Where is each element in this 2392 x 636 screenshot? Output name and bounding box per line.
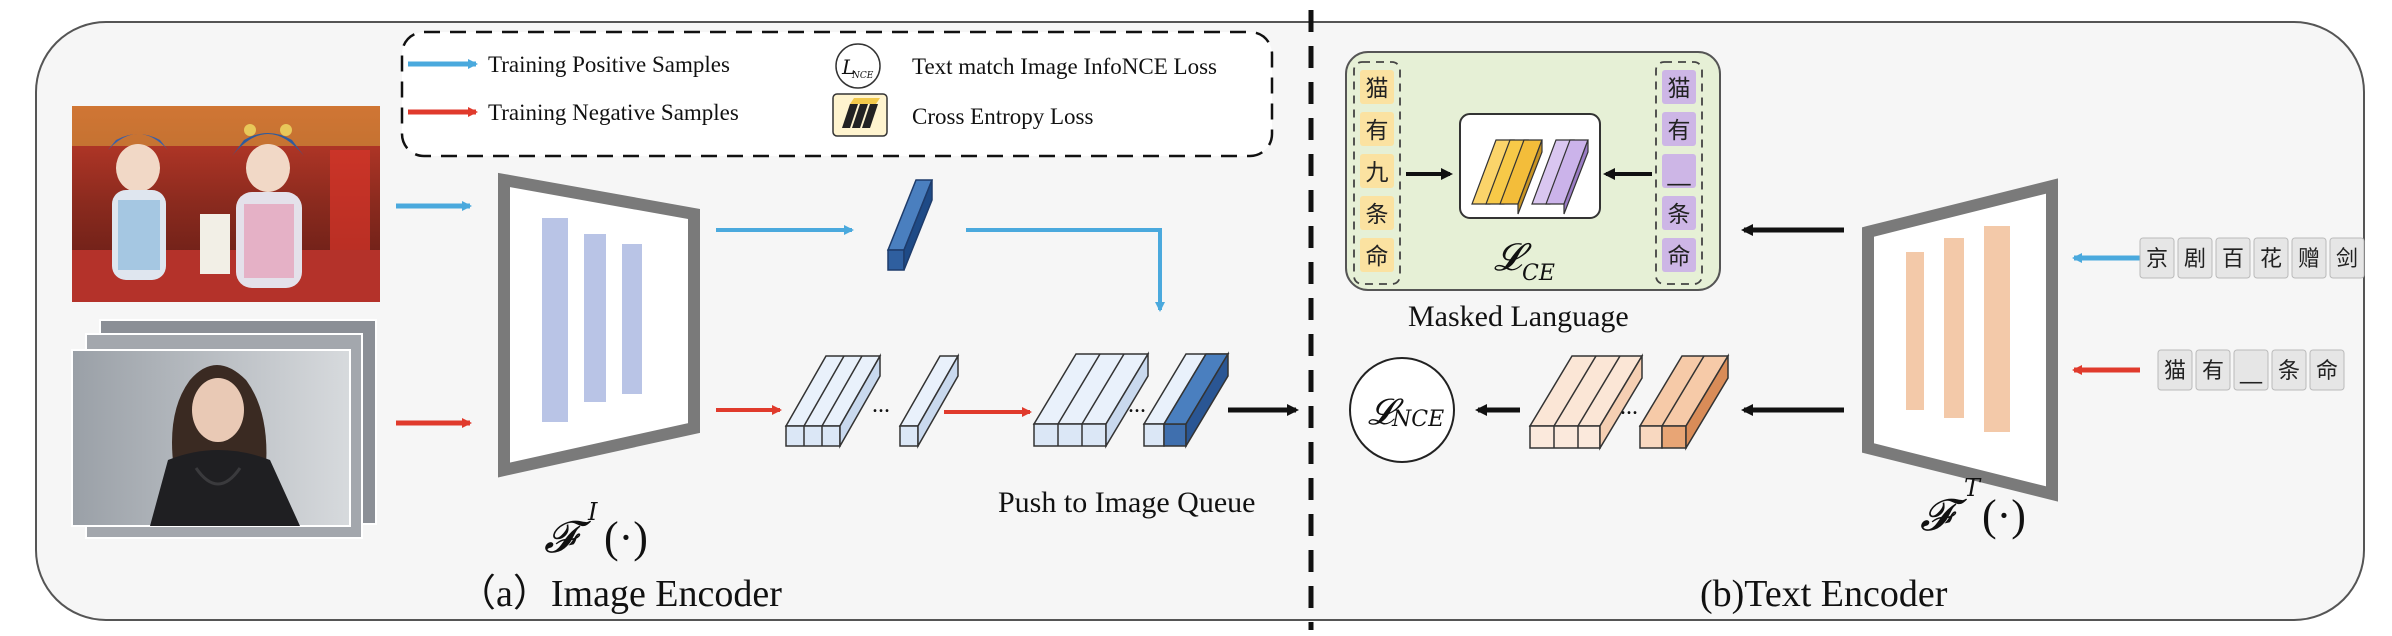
image-encoder-symbol: 𝓕 I (·) [544,498,648,563]
portrait-image-stack [71,319,377,539]
image-queue: ... [1032,351,1230,449]
positive-text-input: 京 剧 百 花 赠 剑 [2139,237,2365,279]
positive-input-token: 剧 [2184,247,2206,272]
negative-input-token: 命 [2316,359,2338,384]
text-feature-batch: ... [1528,353,1730,451]
legend: Training Positive Samples Training Negat… [400,30,1274,158]
right-token: 条 [1668,202,1691,228]
text-encoder-caption: (b)Text Encoder [1700,573,1948,615]
left-token-column: 猫 有 九 条 命 [1360,70,1394,272]
svg-text:NCE: NCE [851,71,874,81]
opera-image [72,106,380,302]
negative-image-feature-batch: ... [784,353,960,449]
legend-negative-label: Training Negative Samples [488,100,739,125]
positive-input-token: 赠 [2298,247,2320,272]
left-token: 命 [1366,244,1389,270]
cross-entropy-block: 𝓛 CE [1459,113,1601,286]
svg-text:(·): (·) [604,513,648,562]
text-encoder-block [1862,178,2058,502]
negative-text-input: 猫 有 __ 条 命 [2157,349,2345,391]
legend-ce-label: Cross Entropy Loss [912,104,1094,129]
image-positive-to-queue-arrow [966,228,1165,312]
left-token: 有 [1366,118,1389,144]
svg-text:(·): (·) [1982,491,2026,540]
nce-loss-icon: L NCE [835,43,881,89]
infonce-loss-node: 𝓛 NCE [1349,357,1455,463]
image-encoder-block [498,172,700,478]
queue-ellipsis: ... [1128,392,1146,418]
negative-input-token: __ [2239,359,2263,384]
legend-infonce-label: Text match Image InfoNCE Loss [912,54,1217,79]
legend-positive-label: Training Positive Samples [488,52,730,77]
svg-text:L: L [841,55,855,79]
right-token: __ [1667,160,1692,186]
svg-text:NCE: NCE [1391,407,1444,432]
positive-input-token: 京 [2146,247,2168,272]
negative-feature-ellipsis: ... [872,392,890,418]
right-token: 命 [1668,244,1691,270]
positive-input-token: 花 [2260,247,2282,272]
right-token: 猫 [1668,76,1691,102]
svg-text:CE: CE [1522,261,1555,286]
svg-text:I: I [587,498,598,526]
positive-input-token: 剑 [2336,247,2358,272]
text-feature-ellipsis: ... [1620,394,1638,420]
negative-input-token: 有 [2202,359,2224,384]
image-encoder-caption: （a）Image Encoder [458,573,782,615]
right-token: 有 [1668,118,1691,144]
left-token: 猫 [1366,76,1389,102]
negative-input-token: 猫 [2164,359,2186,384]
negative-input-token: 条 [2278,359,2300,384]
masked-language-label: Masked Language [1408,300,1629,333]
svg-text:T: T [1964,474,1982,502]
left-token: 九 [1366,160,1389,186]
positive-image-feature [886,179,934,271]
right-token-column: 猫 有 __ 条 命 [1662,70,1696,272]
outer-frame [35,21,2365,621]
positive-input-token: 百 [2222,247,2244,272]
push-to-queue-label: Push to Image Queue [998,486,1255,519]
cross-entropy-icon [832,93,888,137]
left-token: 条 [1366,202,1389,228]
